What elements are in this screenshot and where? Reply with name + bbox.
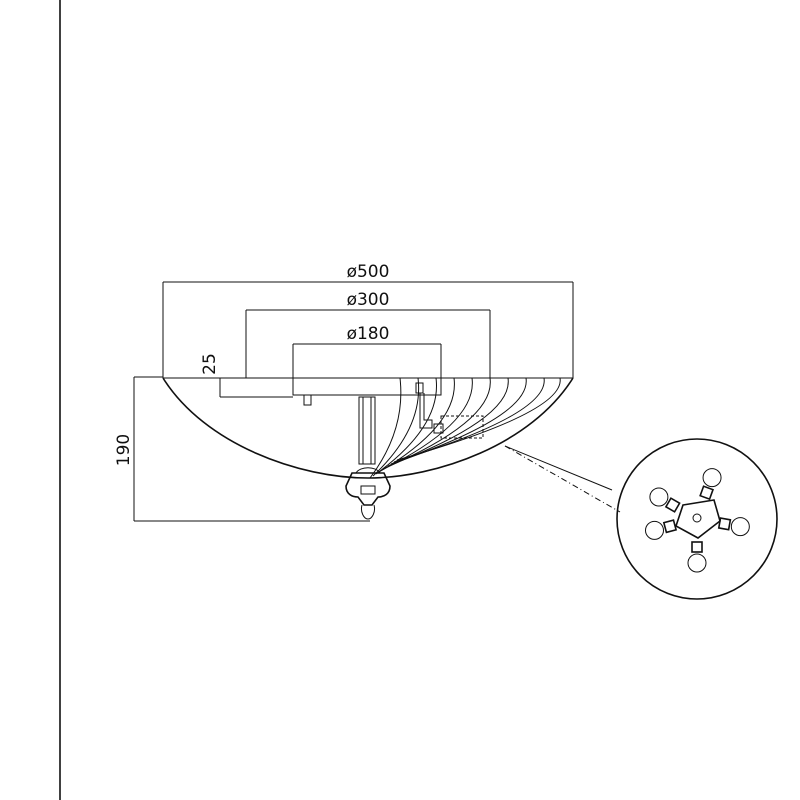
bowl-ribs	[369, 377, 561, 479]
bulb	[644, 520, 664, 540]
bowl-rib	[390, 377, 527, 465]
dimension-mid-diameter: ø300	[245, 290, 491, 378]
mid-diameter-label: ø300	[347, 290, 390, 310]
dimension-total-height: 190	[114, 376, 370, 522]
bulb	[702, 468, 722, 488]
bowl-rib	[375, 377, 437, 475]
canopy-screw	[303, 394, 312, 406]
bowl-rib	[372, 377, 420, 477]
canopy-height-label: 25	[200, 353, 220, 375]
lamp-body	[162, 377, 574, 520]
detail-leader	[504, 445, 621, 513]
inner-diameter-label: ø180	[347, 324, 390, 344]
detail-marker	[440, 415, 484, 439]
dimension-inner-diameter: ø180	[292, 324, 442, 395]
bulb-socket	[664, 497, 681, 513]
dimension-outer-diameter: ø500	[162, 262, 574, 378]
bowl-rib	[369, 377, 402, 479]
bowl-rib	[396, 377, 561, 461]
bulb-group	[644, 468, 750, 573]
bulb-socket	[717, 517, 732, 531]
detail-view	[616, 438, 778, 600]
bulb	[730, 517, 750, 537]
outer-diameter-label: ø500	[347, 262, 390, 282]
finial	[345, 472, 391, 506]
center-rod	[358, 396, 376, 465]
total-height-label: 190	[114, 434, 134, 466]
bowl-outline	[162, 377, 574, 479]
bulb-socket	[691, 541, 703, 553]
bowl-rib	[381, 377, 473, 471]
bulb-socket	[699, 485, 715, 501]
bulb	[649, 487, 669, 507]
socket-bracket	[419, 393, 433, 429]
bulb-cluster-body	[675, 499, 721, 539]
dimension-canopy-height: 25	[200, 353, 293, 398]
bulb	[687, 553, 707, 573]
bulb-socket	[662, 519, 678, 534]
detail-view-circle	[616, 438, 778, 600]
canopy-screw	[415, 382, 424, 394]
